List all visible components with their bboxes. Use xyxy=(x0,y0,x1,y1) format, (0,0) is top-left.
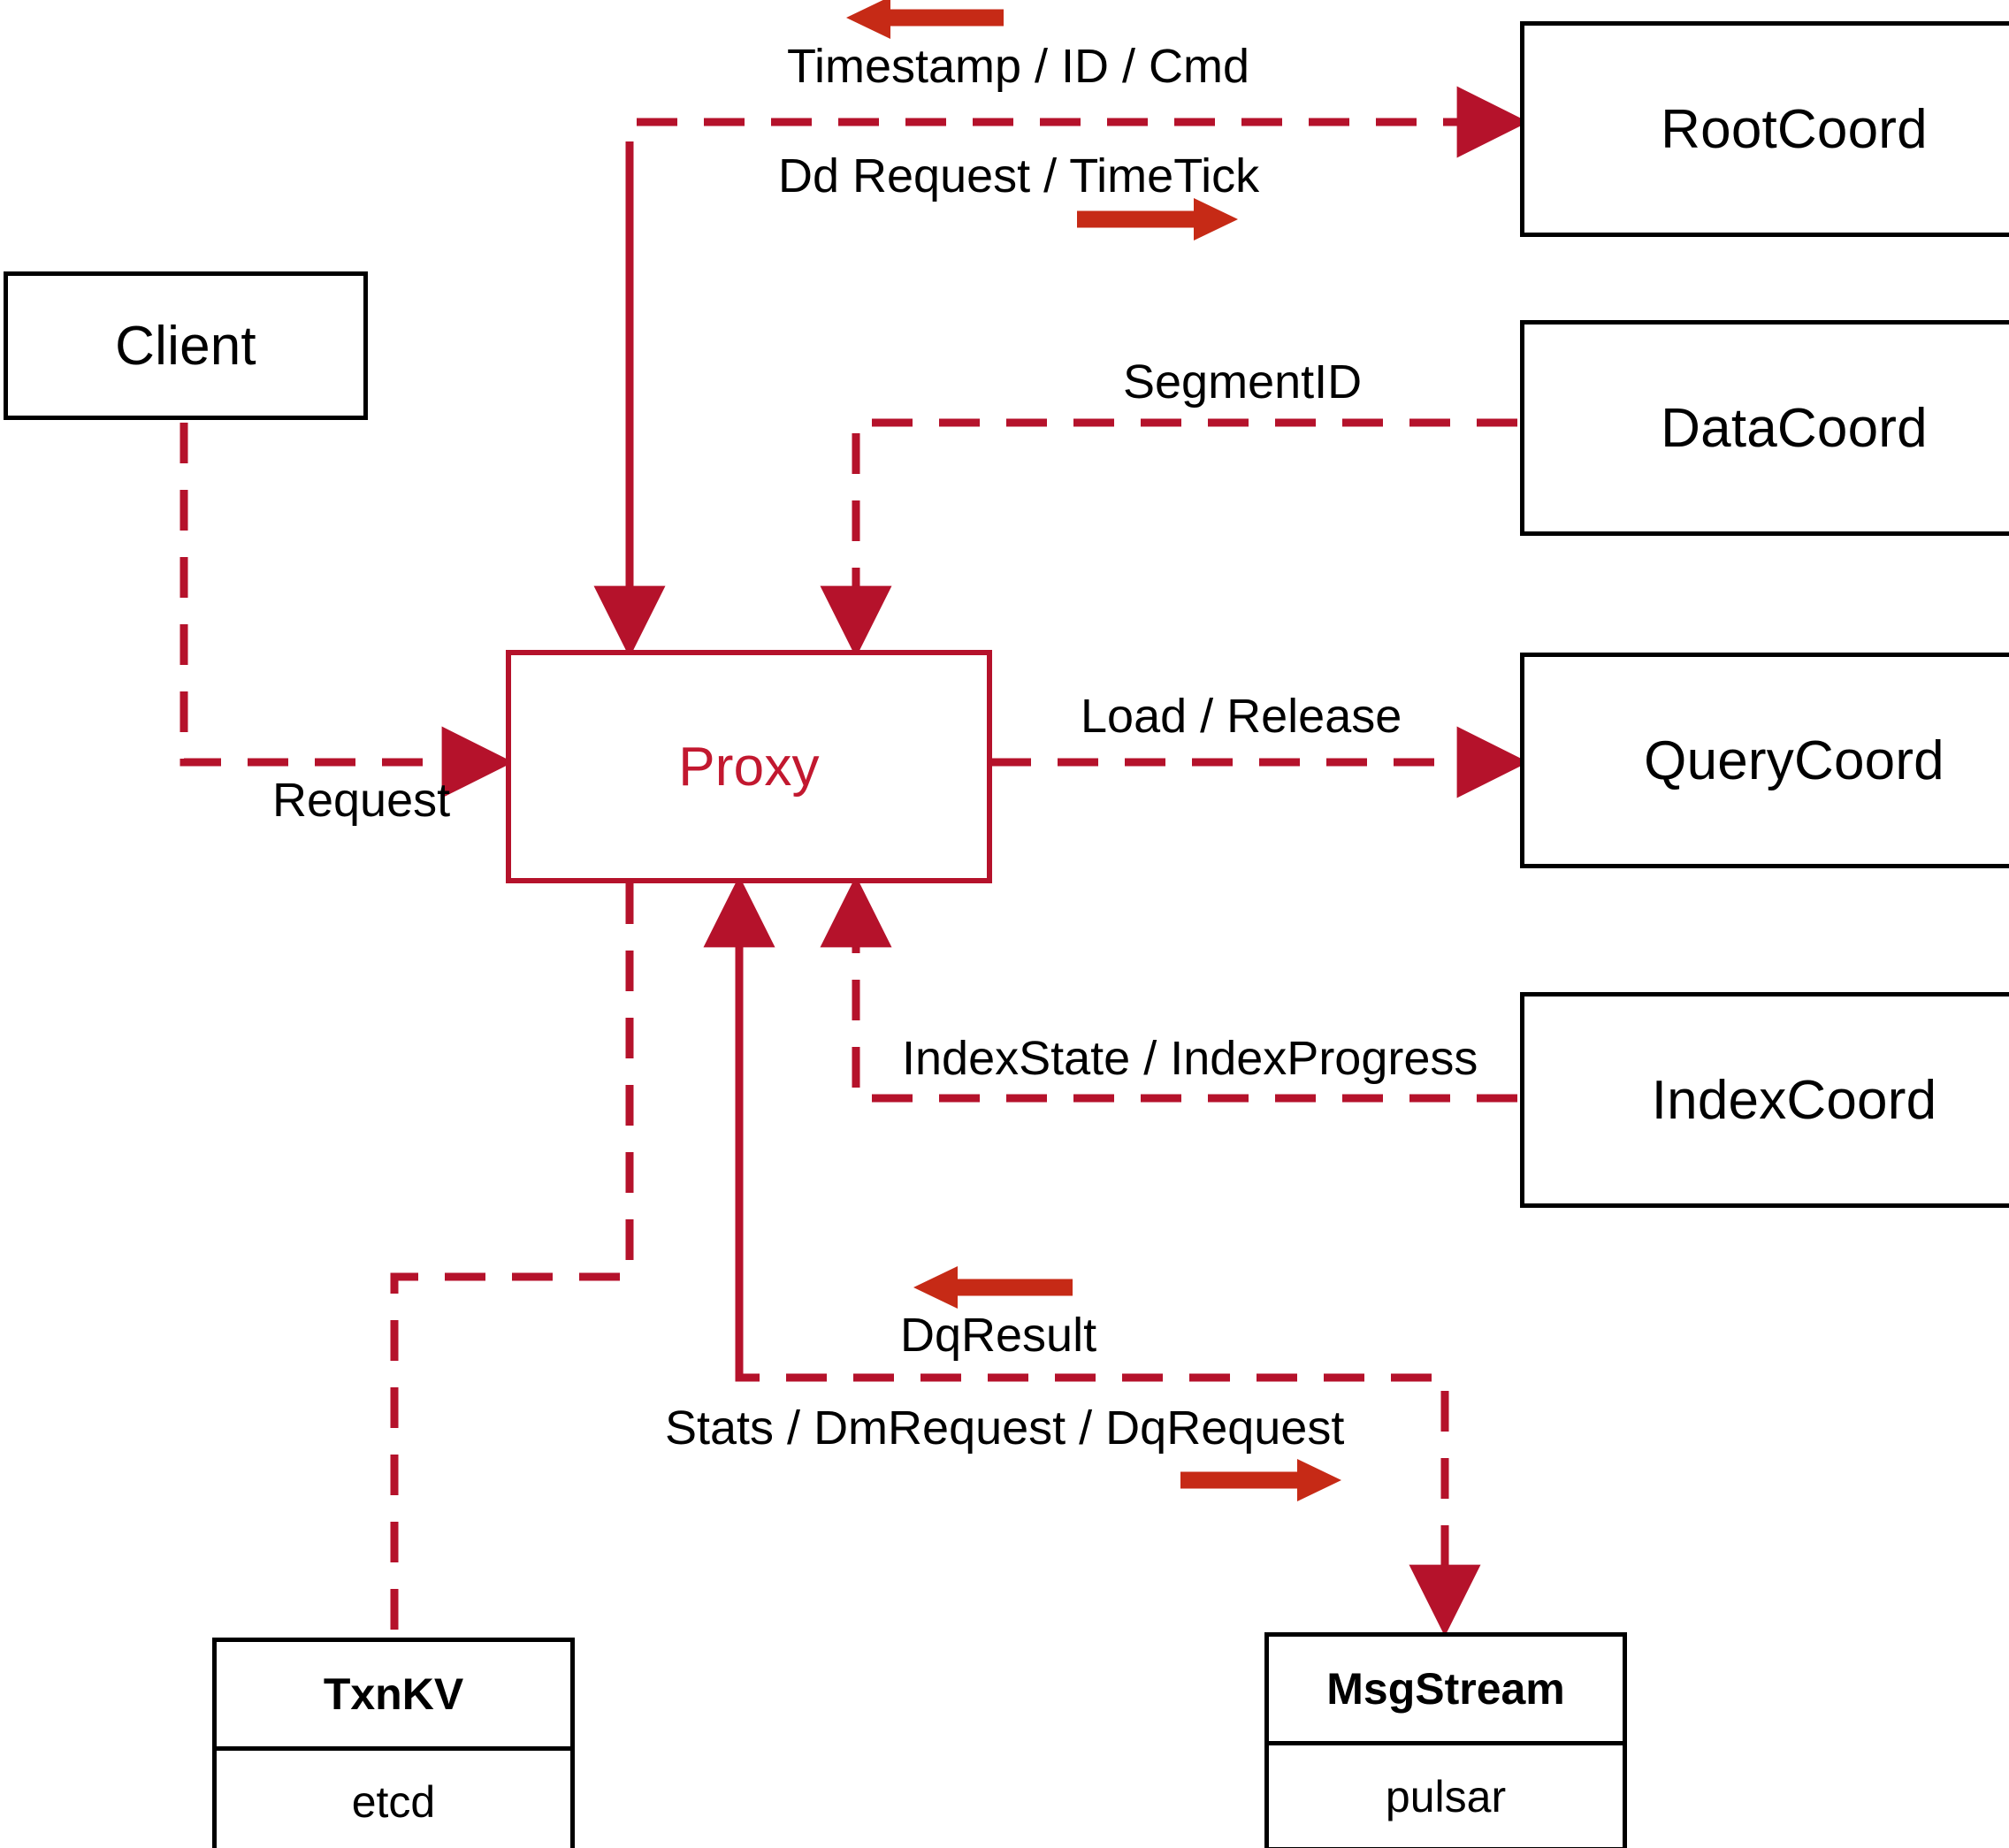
edge-label-request: Request xyxy=(272,774,451,827)
edge-label-segment-id: SegmentID xyxy=(1123,355,1363,409)
node-indexcoord-label: IndexCoord xyxy=(1651,1069,1937,1131)
node-datacoord[interactable]: DataCoord xyxy=(1520,320,2009,536)
node-txnkv-body: etcd xyxy=(351,1776,436,1827)
edge-datacoord-proxy xyxy=(820,418,1517,658)
edge-proxy-txnkv xyxy=(390,883,634,1638)
edge-proxy-msgstream xyxy=(703,875,1481,1637)
edge-label-dq-result: DqResult xyxy=(900,1309,1097,1362)
node-txnkv[interactable]: TxnKV etcd xyxy=(212,1638,575,1848)
edge-label-dd-request-timetick: Dd Request / TimeTick xyxy=(778,149,1260,202)
node-proxy[interactable]: Proxy xyxy=(506,650,992,883)
node-msgstream[interactable]: MsgStream pulsar xyxy=(1264,1632,1627,1848)
node-msgstream-header: MsgStream xyxy=(1269,1637,1623,1745)
node-client-label: Client xyxy=(115,315,256,377)
node-rootcoord-label: RootCoord xyxy=(1661,98,1928,160)
edge-indexcoord-proxy xyxy=(820,875,1517,1103)
edge-label-stats-dm-dq-request: Stats / DmRequest / DqRequest xyxy=(665,1401,1345,1455)
node-querycoord[interactable]: QueryCoord xyxy=(1520,653,2009,868)
direction-arrow-timestamp xyxy=(846,0,1004,39)
edge-label-index-state-progress: IndexState / IndexProgress xyxy=(902,1032,1478,1085)
node-datacoord-label: DataCoord xyxy=(1661,397,1928,459)
direction-arrow-dd-request xyxy=(1077,198,1238,241)
node-rootcoord[interactable]: RootCoord xyxy=(1520,21,2009,237)
edge-client-proxy xyxy=(180,423,514,798)
edge-label-load-release: Load / Release xyxy=(1081,690,1402,743)
node-indexcoord[interactable]: IndexCoord xyxy=(1520,992,2009,1208)
node-txnkv-header: TxnKV xyxy=(217,1642,570,1751)
node-querycoord-label: QueryCoord xyxy=(1644,729,1944,791)
node-client[interactable]: Client xyxy=(4,271,368,420)
node-proxy-label: Proxy xyxy=(678,736,820,798)
node-msgstream-body: pulsar xyxy=(1385,1771,1507,1821)
direction-arrow-dq-request xyxy=(1180,1459,1341,1501)
direction-arrow-dq-result xyxy=(913,1266,1073,1309)
edge-label-timestamp-id-cmd: Timestamp / ID / Cmd xyxy=(787,40,1250,93)
edge-proxy-rootcoord xyxy=(593,86,1529,658)
